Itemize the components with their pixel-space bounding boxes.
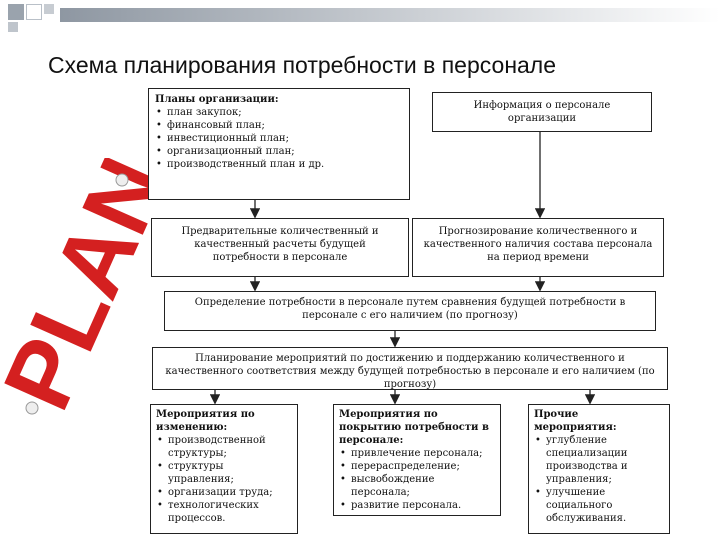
measures-other-box: Прочие мероприятия: углубление специализ…: [528, 404, 670, 534]
plan-figure-illustration: PLAN: [4, 158, 154, 425]
measures-change-list: производственной структуры; структуры уп…: [156, 434, 292, 525]
page-title: Схема планирования потребности в персона…: [48, 52, 557, 78]
measures-cover-list: привлечение персонала; перераспределение…: [339, 447, 495, 512]
list-item: план закупок;: [155, 106, 403, 119]
measures-cover-heading: Мероприятия по покрытию потребности в пе…: [339, 409, 489, 446]
plans-box: Планы организации: план закупок; финансо…: [148, 88, 410, 200]
list-item: привлечение персонала;: [339, 447, 495, 460]
list-item: организационный план;: [155, 145, 403, 158]
forecast-box: Прогнозирование количественного и качест…: [412, 218, 664, 277]
list-item: структуры управления;: [156, 460, 292, 486]
measures-change-heading: Мероприятия по изменению:: [156, 409, 255, 433]
corner-square-2: [26, 4, 42, 20]
list-item: развитие персонала.: [339, 499, 495, 512]
compare-box: Определение потребности в персонале путе…: [164, 291, 656, 331]
list-item: производственной структуры;: [156, 434, 292, 460]
plans-heading: Планы организации:: [155, 94, 279, 105]
list-item: производственный план и др.: [155, 158, 403, 171]
figure-icon: [115, 173, 129, 187]
top-gradient-bar: [60, 8, 720, 22]
list-item: технологических процессов.: [156, 499, 292, 525]
list-item: инвестиционный план;: [155, 132, 403, 145]
list-item: улучшение социального обслуживания.: [534, 486, 664, 525]
list-item: высвобождение персонала;: [339, 473, 495, 499]
measures-other-heading: Прочие мероприятия:: [534, 409, 617, 433]
measures-change-box: Мероприятия по изменению: производственн…: [150, 404, 298, 534]
list-item: перераспределение;: [339, 460, 495, 473]
corner-square-3: [44, 4, 54, 14]
list-item: углубление специализации производства и …: [534, 434, 664, 486]
list-item: финансовый план;: [155, 119, 403, 132]
list-item: организации труда;: [156, 486, 292, 499]
corner-square-1: [8, 4, 24, 20]
measures-other-list: углубление специализации производства и …: [534, 434, 664, 525]
corner-square-4: [8, 22, 18, 32]
preliminary-calc-box: Предварительные количественный и качеств…: [151, 218, 409, 277]
planning-measures-box: Планирование мероприятий по достижению и…: [152, 347, 668, 390]
figure-icon: [25, 401, 39, 415]
measures-cover-box: Мероприятия по покрытию потребности в пе…: [333, 404, 501, 516]
plans-list: план закупок; финансовый план; инвестици…: [155, 106, 403, 171]
personnel-info-box: Информация о персонале организации: [432, 92, 652, 132]
